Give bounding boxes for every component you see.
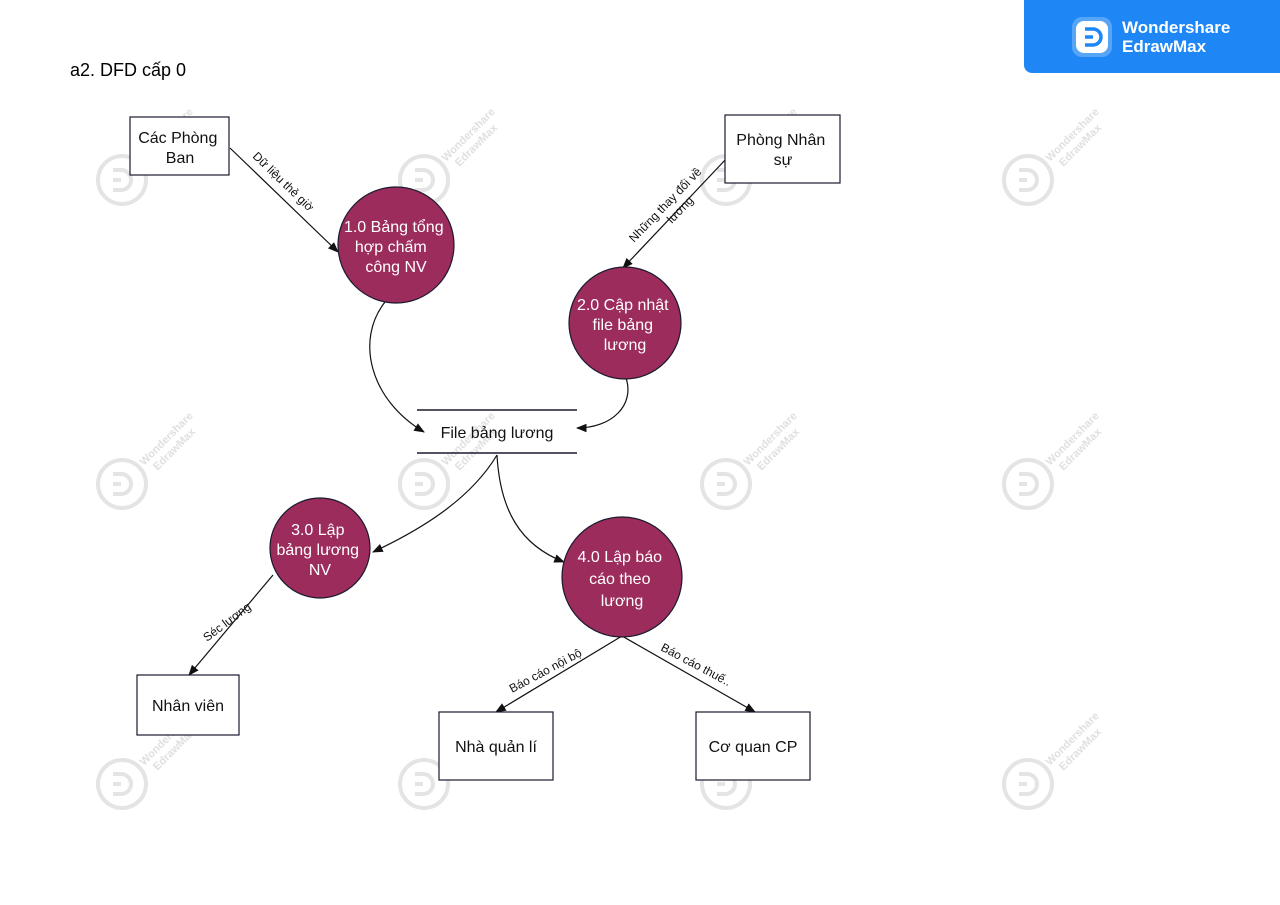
page-title: a2. DFD cấp 0	[70, 60, 187, 80]
flow-sec-luong	[188, 574, 274, 676]
entity-label-nha-quan-li: Nhà quản lí	[455, 739, 537, 756]
external-entities	[129, 114, 841, 781]
process-4	[561, 516, 683, 638]
watermark-7: WondershareEdrawMax	[1002, 410, 1111, 510]
flow-p2-to-store	[575, 377, 629, 433]
process-1	[337, 186, 455, 304]
brand-text: Wondershare EdrawMax	[1122, 18, 1230, 56]
processes	[269, 186, 683, 638]
flow-label-f5: Báo cáo thuế..	[659, 640, 734, 689]
watermark-text: WondershareEdrawMax	[742, 410, 809, 477]
data-flows	[188, 147, 756, 713]
brand-badge[interactable]: Wondershare EdrawMax	[1024, 0, 1280, 73]
watermark-logo-icon	[96, 758, 148, 810]
watermark-logo-icon	[96, 458, 148, 510]
watermark-11: WondershareEdrawMax	[1002, 710, 1111, 810]
entity-nhan-vien	[136, 674, 240, 736]
watermark-logo-icon	[1002, 758, 1054, 810]
watermark-6: WondershareEdrawMax	[700, 410, 809, 510]
brand-line-2: EdrawMax	[1122, 36, 1207, 56]
watermark-text: WondershareEdrawMax	[440, 106, 507, 173]
entity-cac-phong-ban	[129, 116, 230, 176]
datastore-label: File bảng lương	[441, 425, 554, 442]
watermark-logo-icon	[398, 458, 450, 510]
watermark-text: WondershareEdrawMax	[440, 410, 507, 477]
flow-nhung-thay-doi	[622, 157, 728, 269]
flow-store-to-p4	[496, 454, 566, 563]
flow-dulieu-thegio	[229, 147, 339, 253]
watermark-logo-icon	[700, 458, 752, 510]
watermark-logo-icon	[1002, 154, 1054, 206]
entity-co-quan-cp	[695, 711, 811, 781]
process-label-2: 2.0 Cập nhật file bảng lương	[577, 297, 673, 354]
process-2	[568, 266, 682, 380]
process-label-3: 3.0 Lập bảng lương NV	[276, 522, 363, 579]
flow-label-f3: Séc lương	[200, 600, 253, 645]
watermark-logo-icon	[1002, 458, 1054, 510]
entity-label-cac-phong-ban: Các Phòng Ban	[138, 130, 222, 167]
edrawmax-logo-icon	[1072, 16, 1112, 57]
brand-line-1: Wondershare	[1122, 17, 1231, 37]
process-label-1: 1.0 Bảng tổng hợp chấm công NV	[344, 218, 448, 276]
process-labels: 1.0 Bảng tổng hợp chấm công NV 2.0 Cập n…	[276, 218, 673, 610]
entity-phong-nhan-su	[724, 114, 841, 184]
watermark-text: WondershareEdrawMax	[1044, 410, 1111, 477]
watermark-3: WondershareEdrawMax	[1002, 106, 1111, 206]
entity-nha-quan-li	[438, 711, 554, 781]
watermark-1: WondershareEdrawMax	[398, 106, 507, 206]
watermark-text: WondershareEdrawMax	[1044, 106, 1111, 173]
flow-bao-cao-thue	[621, 635, 756, 713]
process-label-4: 4.0 Lập báo cáo theo lương	[578, 549, 667, 610]
flow-bao-cao-noi-bo	[495, 635, 623, 713]
watermark-4: WondershareEdrawMax	[96, 410, 205, 510]
entity-labels: Các Phòng Ban Phòng Nhân sự Nhân viên Nh…	[138, 130, 829, 756]
entity-label-nhan-vien: Nhân viên	[152, 698, 224, 715]
flow-label-f1: Dữ liệu thẻ giờ	[250, 149, 317, 214]
flow-label-f4: Báo cáo nội bộ	[507, 646, 585, 696]
process-3	[269, 497, 371, 599]
watermark-text: WondershareEdrawMax	[1044, 710, 1111, 777]
entity-label-co-quan-cp: Cơ quan CP	[709, 739, 798, 756]
datastore-file-bang-luong: File bảng lương	[417, 409, 577, 454]
flow-p1-to-store	[369, 301, 425, 433]
entity-label-phong-nhan-su: Phòng Nhân sự	[736, 132, 829, 169]
flow-store-to-p3	[372, 454, 498, 553]
watermark-text: WondershareEdrawMax	[138, 410, 205, 477]
